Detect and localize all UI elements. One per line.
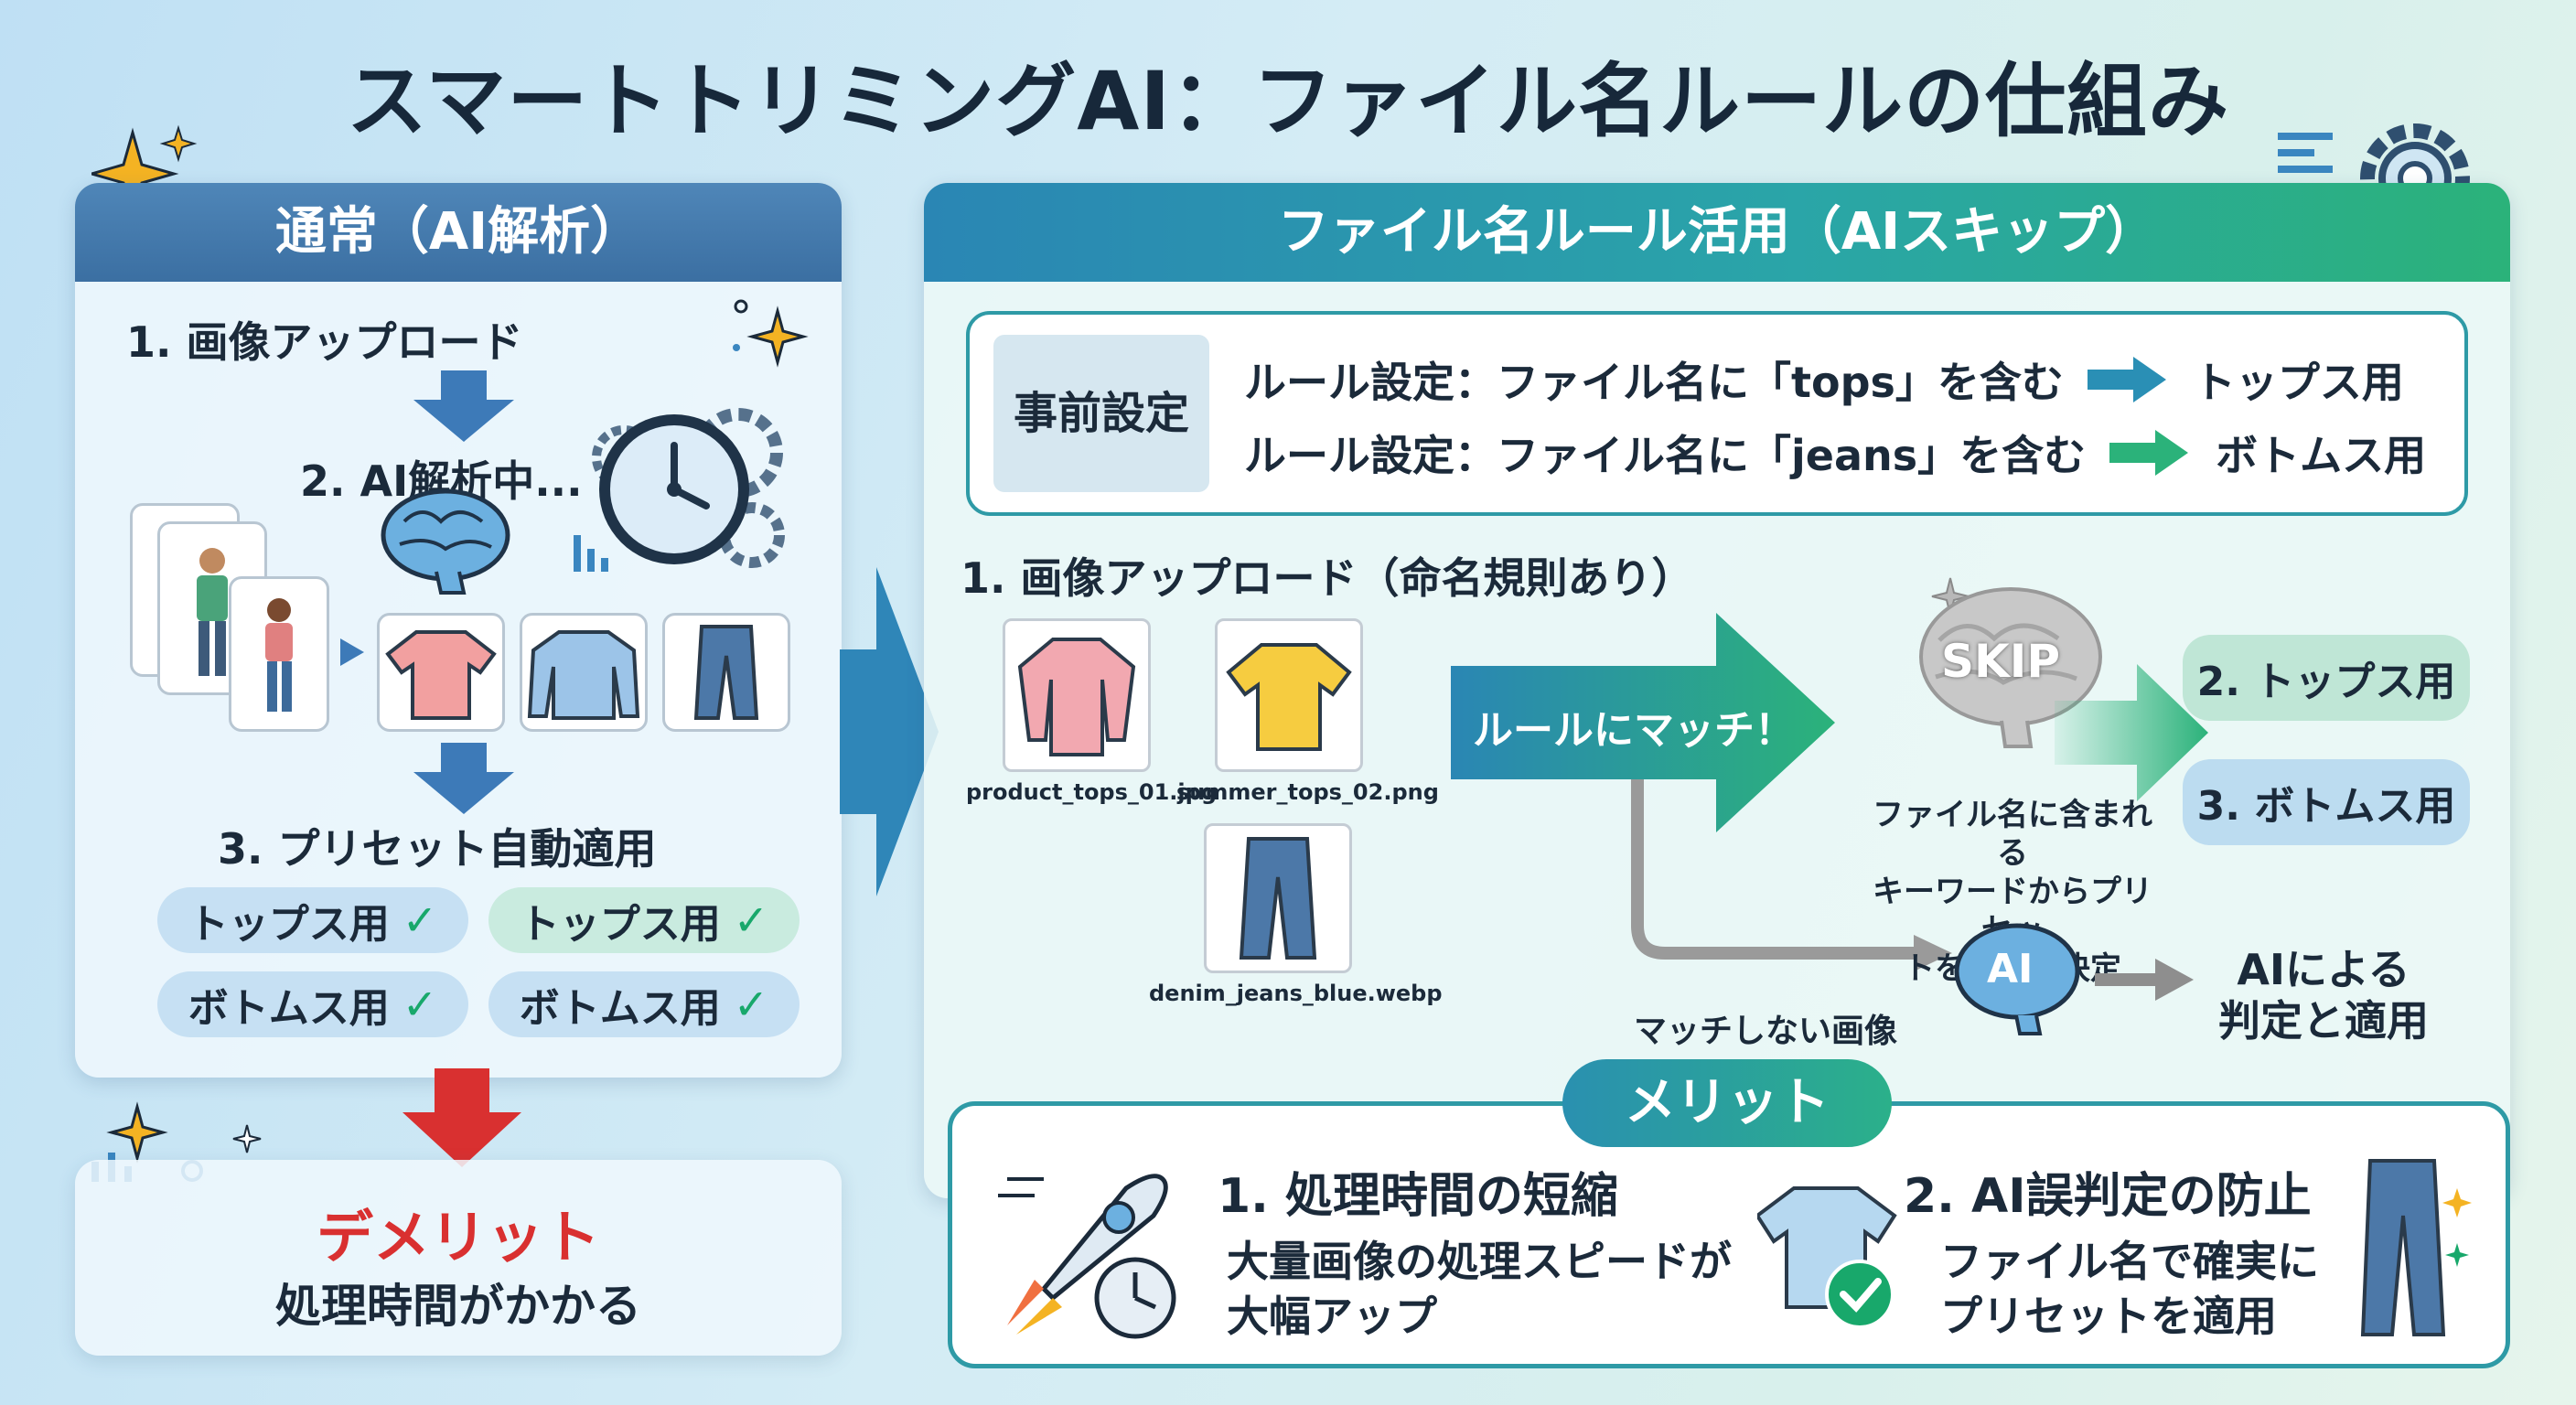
file-thumb — [1215, 618, 1363, 772]
merit-desc-accuracy: ファイル名で確実に プリセットを適用 — [1940, 1234, 2319, 1344]
preset-pill-tops: トップス用 ✓ — [157, 887, 468, 953]
result-bottoms: 3. ボトムス用 — [2183, 759, 2470, 845]
demerit-title: デメリット — [316, 1204, 600, 1271]
ai-result-line: AIによる — [2237, 945, 2410, 994]
blouse-icon — [1017, 638, 1136, 756]
arrow-right-icon — [2087, 357, 2166, 402]
tshirt-icon — [1226, 643, 1352, 751]
rule-result: ボトムス用 — [2216, 431, 2427, 480]
filename-rule-panel: ファイル名ルール活用（AIスキップ） 事前設定 ルール設定：ファイル名に「top… — [924, 183, 2510, 1198]
skip-desc-line: ファイル名に含まれる — [1873, 797, 2152, 872]
merit-title-accuracy: 2. AI誤判定の防止 — [1904, 1169, 2312, 1224]
sparkle-icon — [733, 299, 809, 368]
match-arrow-icon — [1451, 613, 1835, 832]
preset-pill-label: トップス用 — [519, 901, 721, 948]
sweater-icon — [527, 630, 640, 720]
merit-badge: メリット — [1562, 1059, 1892, 1147]
preset-pill-label: トップス用 — [188, 901, 390, 948]
brain-icon — [381, 488, 510, 595]
ai-brain-icon — [1954, 923, 2080, 1035]
preset-box: 事前設定 ルール設定：ファイル名に「tops」を含む トップス用 ルール設定：フ… — [966, 311, 2468, 516]
result-tops: 2. トップス用 — [2183, 635, 2470, 721]
check-icon: ✓ — [733, 980, 769, 1029]
jeans-card — [662, 613, 790, 732]
sweater-card — [520, 613, 648, 732]
flow-chevron-icon — [840, 567, 939, 896]
merit-desc-line: プリセットを適用 — [1940, 1292, 2277, 1341]
check-icon: ✓ — [402, 896, 438, 945]
check-icon: ✓ — [733, 896, 769, 945]
no-match-label: マッチしない画像 — [1634, 1013, 1898, 1050]
jeans-icon — [2360, 1159, 2472, 1336]
no-match-arrow-icon — [1631, 779, 1952, 971]
arrow-down-red-icon — [402, 1068, 521, 1167]
rocket-icon — [998, 1174, 1176, 1339]
match-label: ルールにマッチ！ — [1473, 707, 1795, 754]
ai-result: AIによる 判定と適用 — [2205, 944, 2442, 1046]
preset-pill-label: ボトムス用 — [519, 985, 721, 1032]
result-arrow-icon — [2055, 664, 2208, 801]
file-name: product_tops_01.jpg — [966, 779, 1217, 805]
clock-icon — [574, 408, 785, 572]
ai-result-line: 判定と適用 — [2218, 996, 2429, 1046]
ai-label: AI — [1987, 946, 2034, 992]
skip-brain-icon — [1919, 577, 2102, 748]
demerit-box: デメリット 処理時間がかかる — [75, 1160, 842, 1356]
tshirt-card — [377, 613, 505, 732]
rule-text: ルール設定：ファイル名に「tops」を含む — [1244, 358, 2064, 407]
rule-result: トップス用 — [2193, 358, 2404, 407]
step-preset-label: 3. プリセット自動適用 — [218, 824, 657, 874]
rule-row-jeans: ルール設定：ファイル名に「jeans」を含む ボトムス用 — [1244, 423, 2426, 483]
step-upload-label: 1. 画像アップロード — [126, 317, 523, 367]
merit-desc-line: ファイル名で確実に — [1940, 1237, 2319, 1286]
person-icon — [265, 598, 293, 712]
photo-card — [229, 576, 329, 732]
preset-pill-label: ボトムス用 — [188, 985, 390, 1032]
filename-rule-header: ファイル名ルール活用（AIスキップ） — [924, 183, 2510, 282]
preset-pill-bottoms: ボトムス用 ✓ — [157, 971, 468, 1037]
preset-label: 事前設定 — [993, 335, 1209, 492]
demerit-text: 処理時間がかかる — [275, 1280, 641, 1333]
person-icon — [197, 548, 228, 676]
shirt-check-icon — [1757, 1186, 1897, 1329]
normal-flow-panel: 通常（AI解析） 1. 画像アップロード 2. AI解析中... — [75, 183, 842, 1078]
rule-text: ルール設定：ファイル名に「jeans」を含む — [1244, 431, 2087, 480]
file-thumb — [1003, 618, 1151, 772]
file-name: denim_jeans_blue.webp — [1149, 981, 1443, 1006]
upload-title: 1. 画像アップロード（命名規則あり） — [961, 553, 1694, 603]
arrow-right-icon — [340, 638, 364, 666]
file-name: summer_tops_02.png — [1176, 779, 1439, 805]
skip-label: SKIP — [1941, 635, 2061, 688]
merit-desc-line: 大幅アップ — [1227, 1292, 1437, 1341]
merit-desc-line: 大量画像の処理スピードが — [1227, 1237, 1732, 1286]
file-thumb — [1204, 823, 1352, 973]
arrow-down-icon — [413, 370, 514, 442]
normal-flow-header: 通常（AI解析） — [75, 183, 842, 282]
page-title: スマートトリミングAI：ファイル名ルールの仕組み — [346, 54, 2230, 148]
tshirt-icon — [385, 630, 497, 720]
check-icon: ✓ — [402, 980, 438, 1029]
preset-pill-bottoms: ボトムス用 ✓ — [488, 971, 800, 1037]
arrow-down-icon — [413, 743, 514, 814]
preset-pill-tops: トップス用 ✓ — [488, 887, 800, 953]
arrow-right-icon — [2095, 959, 2194, 1001]
jeans-icon — [1239, 837, 1317, 960]
arrow-right-icon — [2109, 430, 2189, 476]
merit-desc-speed: 大量画像の処理スピードが 大幅アップ — [1227, 1234, 1732, 1344]
merit-title-speed: 1. 処理時間の短縮 — [1218, 1169, 1619, 1224]
jeans-icon — [693, 625, 759, 720]
rule-row-tops: ルール設定：ファイル名に「tops」を含む トップス用 — [1244, 349, 2404, 410]
